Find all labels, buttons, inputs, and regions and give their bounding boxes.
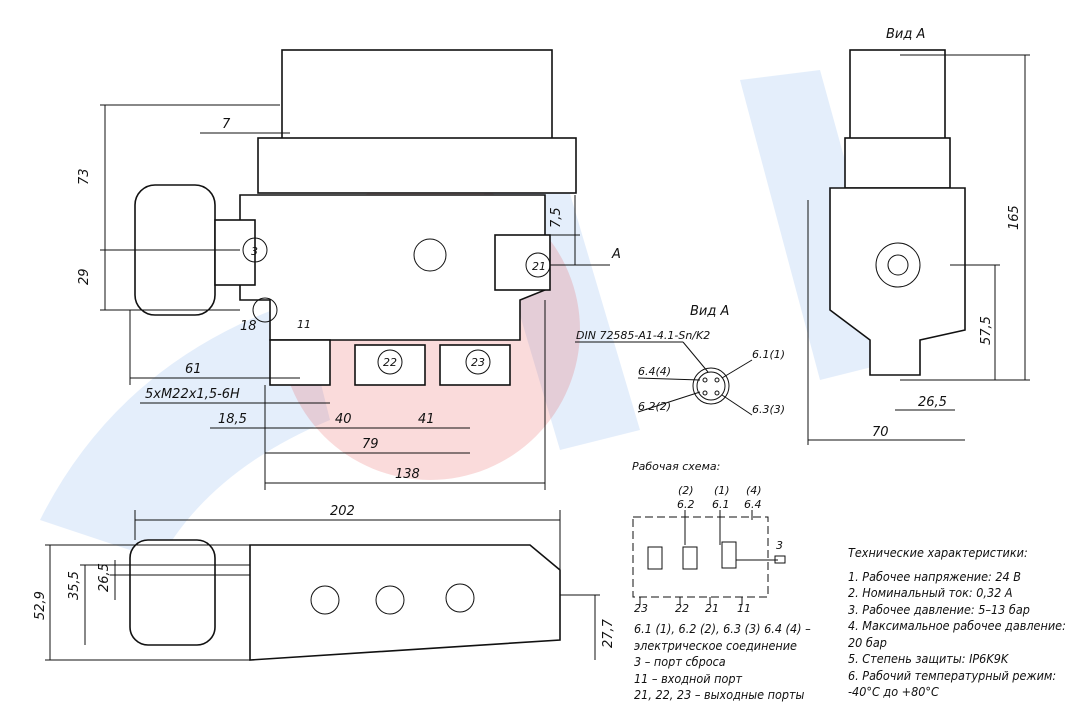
schematic-title: Рабочая схема: (632, 460, 720, 473)
schematic-legend: 6.1 (1), 6.2 (2), 6.3 (3) 6.4 (4) – элек… (634, 621, 811, 704)
connector-diagram (575, 341, 753, 416)
connector-standard: DIN 72585-A1-4.1-Sn/K2 (576, 329, 710, 342)
dim-7: 7 (222, 117, 231, 132)
legend-line: 11 – входной порт (634, 670, 743, 686)
spec-item: 5. Степень защиты: IP6K9K (848, 651, 1009, 666)
port-21: 21 (532, 260, 546, 273)
pin-6-1: 6.1(1) (752, 348, 785, 361)
pin-6-4: 6.4(4) (638, 365, 671, 378)
dim-26-5-bottom: 26,5 (97, 563, 112, 592)
schematic-port-22: 22 (675, 602, 689, 615)
pneumatic-schematic (632, 510, 786, 605)
dim-thread: 5xM22x1,5-6H (145, 387, 240, 402)
spec-item: 1. Рабочее напряжение: 24 В (848, 568, 1022, 584)
pin-6-3: 6.3(3) (752, 403, 785, 416)
dim-57-5: 57,5 (979, 316, 994, 345)
port-3: 3 (251, 245, 258, 258)
schematic-exhaust-3: 3 (776, 539, 783, 552)
schematic-top-label-2: (2) (678, 484, 694, 497)
view-a-title-connector: Вид А (690, 304, 729, 319)
spec-item: -40°С до +80°С (848, 684, 939, 699)
spec-item: 3. Рабочее давление: 5–13 бар (848, 601, 1030, 617)
dim-138: 138 (395, 467, 420, 482)
dim-7-5: 7,5 (549, 207, 564, 228)
schematic-top-label-4: (4) (746, 484, 762, 497)
schematic-pin-6-4: 6.4 (744, 498, 762, 511)
schematic-port-11: 11 (737, 602, 751, 615)
legend-line: 3 – порт сброса (634, 654, 726, 669)
spec-item: 20 бар (848, 634, 887, 650)
dim-52-9: 52,9 (33, 591, 48, 620)
dim-73: 73 (77, 168, 92, 185)
legend-line: электрическое соединение (634, 637, 797, 653)
dim-165: 165 (1007, 205, 1022, 230)
dim-27-7: 27,7 (601, 618, 616, 648)
dim-61: 61 (185, 362, 202, 377)
schematic-pin-6-2: 6.2 (677, 498, 695, 511)
dim-29: 29 (77, 268, 92, 285)
spec-item: 2. Номинальный ток: 0,32 А (848, 585, 1013, 600)
front-view (100, 49, 610, 490)
dim-18: 18 (240, 319, 257, 334)
spec-item: 4. Максимальное рабочее давление: (848, 618, 1066, 633)
dim-40: 40 (335, 412, 352, 427)
schematic-port-21: 21 (705, 602, 719, 615)
legend-line: 6.1 (1), 6.2 (2), 6.3 (3) 6.4 (4) – (634, 621, 811, 636)
legend-line: 21, 22, 23 – выходные порты (634, 687, 805, 702)
dim-35-5: 35,5 (67, 571, 82, 600)
dim-41: 41 (418, 412, 435, 427)
view-a-title-side: Вид А (886, 27, 925, 42)
schematic-pin-6-1: 6.1 (712, 498, 730, 511)
pin-6-2: 6.2(2) (638, 400, 671, 413)
schematic-top-label-1: (1) (714, 484, 730, 497)
dim-79: 79 (362, 437, 379, 452)
spec-item: 6. Рабочий температурный режим: (848, 667, 1057, 683)
dim-26-5-side: 26,5 (918, 395, 947, 410)
dim-70: 70 (872, 425, 889, 440)
arrow-label: А (611, 247, 621, 262)
dim-202: 202 (330, 504, 355, 519)
port-23: 23 (471, 356, 485, 369)
side-view (807, 49, 1030, 445)
bottom-view (45, 510, 600, 661)
port-22: 22 (383, 356, 397, 369)
technical-specs: Технические характеристики: 1. Рабочее н… (848, 545, 1066, 701)
specs-title: Технические характеристики: (848, 545, 1028, 560)
dim-18-5: 18,5 (218, 412, 247, 427)
schematic-port-23: 23 (634, 602, 648, 615)
port-11: 11 (297, 318, 311, 331)
